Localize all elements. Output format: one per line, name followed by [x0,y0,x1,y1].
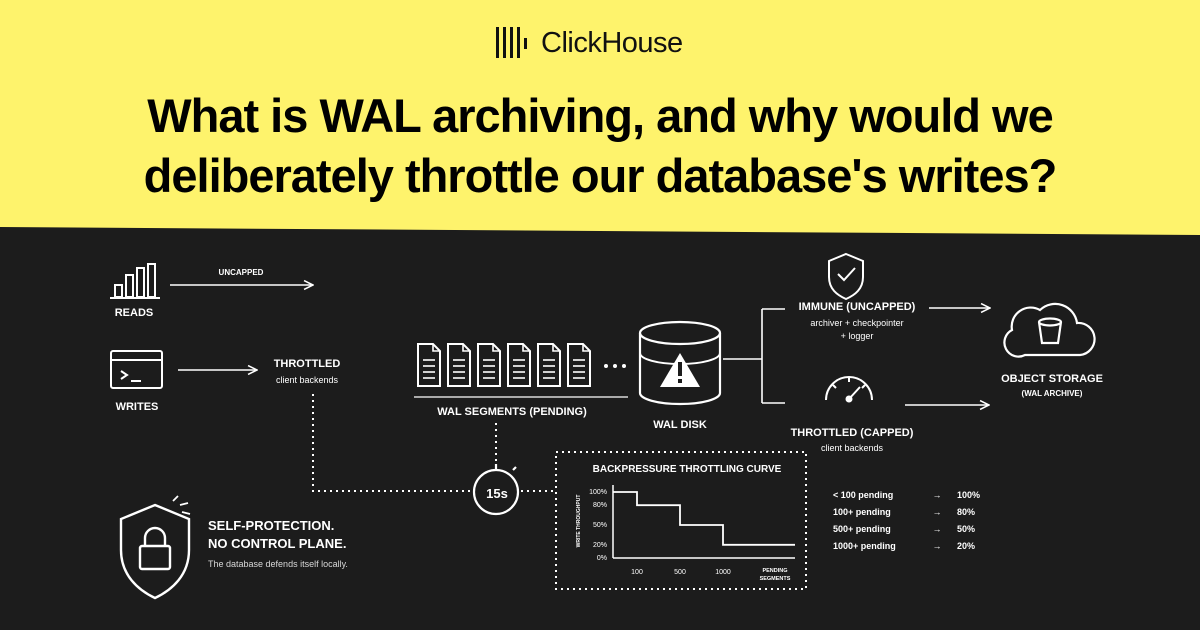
self-protection-title: SELF-PROTECTION. [208,518,334,533]
wal-disk-label: WAL DISK [653,419,707,431]
x-tick-label: 1000 [715,569,731,576]
table-arrow: → [933,524,942,534]
table-range: 100+ pending [833,507,891,517]
branch-connector [723,308,785,404]
table-value: 50% [957,524,975,534]
y-tick-label: 0% [597,555,607,562]
terminal-icon [110,350,163,389]
gauge-icon [825,376,873,403]
no-control-plane-title: NO CONTROL PLANE. [208,536,346,551]
immune-line1: archiver + checkpointer [810,318,903,328]
curve-xlabel-1: PENDING [762,568,787,574]
curve-ylabel: WRITE THROUGHPUT [576,495,582,548]
reads-label: READS [115,307,154,319]
table-arrow: → [933,507,942,517]
y-tick-label: 50% [593,522,607,529]
stopwatch-icon [472,464,520,516]
dotted-connector [312,394,555,492]
curve-xlabel-2: SEGMENTS [760,576,791,582]
throttled-client-sub: client backends [276,375,339,385]
dark-panel [0,227,1200,630]
throttled-capped-title: THROTTLED (CAPPED) [791,427,914,439]
self-protection-caption: The database defends itself locally. [208,559,348,569]
table-arrow: → [933,490,942,500]
ellipsis-dots [604,364,626,368]
immune-title: IMMUNE (UNCAPPED) [799,301,916,313]
clickhouse-logo-icon [496,27,527,58]
writes-label: WRITES [116,401,159,413]
throttle-step-line [613,491,795,546]
throttle-table: < 100 pending → 100% 100+ pending → 80% 500+ p… [833,490,980,551]
y-tick-label: 100% [589,489,607,496]
table-range: < 100 pending [833,490,893,500]
curve-panel [555,451,807,590]
throttled-client-title: THROTTLED [274,358,341,370]
header-band [0,0,1200,240]
shield-lock-icon [119,495,191,600]
brand-name: ClickHouse [541,27,683,59]
headline-line-1: What is WAL archiving, and why would we [147,89,1053,142]
immune-line2: + logger [841,331,874,341]
shield-check-icon [828,252,864,301]
y-tick-label: 80% [593,502,607,509]
cloud-bucket-icon [1003,302,1096,358]
table-value: 100% [957,490,980,500]
curve-title: BACKPRESSURE THROTTLING CURVE [593,464,782,475]
bar-chart-icon [110,263,160,299]
table-range: 1000+ pending [833,541,896,551]
object-storage-title: OBJECT STORAGE [1001,373,1103,385]
y-tick-label: 20% [593,542,607,549]
table-value: 20% [957,541,975,551]
timer-label: 15s [486,486,508,501]
wal-segments-label: WAL SEGMENTS (PENDING) [437,406,587,418]
uncapped-arrow-label: UNCAPPED [219,268,264,277]
throttled-capped-sub: client backends [821,443,884,453]
table-range: 500+ pending [833,524,891,534]
database-warning-icon [638,320,722,406]
headline-line-2: deliberately throttle our database's wri… [143,149,1058,202]
x-tick-label: 100 [631,569,643,576]
table-value: 80% [957,507,975,517]
object-storage-sub: (WAL ARCHIVE) [1022,389,1083,398]
x-tick-label: 500 [674,569,686,576]
table-arrow: → [933,541,942,551]
